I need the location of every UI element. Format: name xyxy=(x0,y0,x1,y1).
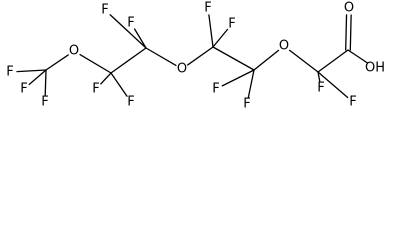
bond-c1-f3 xyxy=(44,69,47,96)
atom-label-f6: F xyxy=(101,3,108,18)
atom-label-o1: O xyxy=(69,44,79,59)
bond-c2-f4 xyxy=(100,72,112,85)
atom-label-o3: O xyxy=(279,39,289,54)
bond-o2-c4 xyxy=(187,46,214,66)
bond-c3-f6 xyxy=(109,14,147,49)
bond-c1-f2 xyxy=(28,69,47,86)
bond-c6-f12 xyxy=(317,71,321,82)
atom-label-f7: F xyxy=(127,16,134,31)
atom-label-f12: F xyxy=(317,81,324,96)
atom-label-f1: F xyxy=(6,65,13,80)
atom-label-oh: OH xyxy=(365,61,385,76)
bond-c5-f10 xyxy=(221,69,255,87)
atom-label-o4: O xyxy=(344,1,354,16)
bond-o1-c2 xyxy=(79,53,112,74)
atom-label-f8: F xyxy=(204,1,211,16)
bond-c1-f1 xyxy=(16,69,47,73)
bond-c4-f8 xyxy=(208,14,214,48)
bond-c7-o4-a xyxy=(349,14,352,51)
atom-label-f11: F xyxy=(243,97,250,112)
bond-c5-f11 xyxy=(247,69,255,98)
bonds xyxy=(16,14,369,99)
atom-label-o2: O xyxy=(177,62,187,77)
atom-label-f4: F xyxy=(92,82,99,97)
bond-c6-c7 xyxy=(317,49,349,73)
atom-label-f5: F xyxy=(127,95,134,110)
bond-c6-f13 xyxy=(317,71,349,99)
bond-o3-c6 xyxy=(288,49,319,73)
bond-c1-o1 xyxy=(45,54,69,71)
bond-c3-f7 xyxy=(133,28,147,49)
bond-c7-oh xyxy=(347,49,369,64)
bond-c5-o3 xyxy=(253,49,280,71)
atom-label-f9: F xyxy=(228,17,235,32)
atom-label-f2: F xyxy=(20,82,27,97)
atom-label-f13: F xyxy=(349,95,356,110)
bond-c3-o2 xyxy=(145,47,177,67)
bond-c4-f9 xyxy=(212,28,229,48)
atom-label-f10: F xyxy=(212,82,219,97)
bond-c4-c5 xyxy=(212,46,255,71)
bond-c7-o4-b xyxy=(345,14,348,51)
atom-label-f3: F xyxy=(41,95,48,110)
bond-c2-c3 xyxy=(110,47,147,74)
bond-c2-f5 xyxy=(110,72,128,97)
